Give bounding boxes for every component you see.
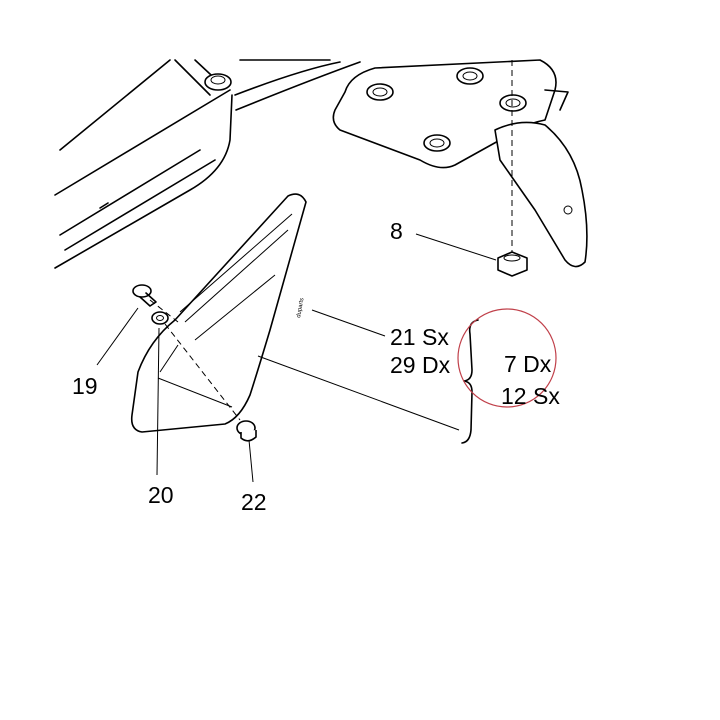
callout-20: 20 bbox=[148, 482, 174, 508]
leader-lines bbox=[96, 233, 497, 483]
frame-tubes bbox=[54, 59, 361, 269]
screw-19 bbox=[132, 284, 179, 323]
nut-8 bbox=[497, 251, 528, 277]
callout-7-dx: 7 Dx bbox=[504, 351, 552, 377]
callout-12-sx: 12 Sx bbox=[501, 383, 560, 409]
callout-22: 22 bbox=[241, 489, 267, 515]
highlight-circle bbox=[457, 308, 557, 408]
grommet-22 bbox=[236, 420, 257, 442]
washer-20 bbox=[151, 311, 241, 421]
frame-bolt bbox=[204, 73, 232, 91]
callout-29-dx: 29 Dx bbox=[390, 352, 451, 378]
callout-21-sx: 21 Sx bbox=[390, 324, 449, 350]
bracket-plate bbox=[332, 59, 588, 268]
callout-19: 19 bbox=[72, 373, 98, 399]
side-cover-panel: duparts bbox=[130, 193, 307, 433]
callout-8: 8 bbox=[390, 218, 403, 244]
watermark-text: duparts bbox=[296, 298, 305, 319]
